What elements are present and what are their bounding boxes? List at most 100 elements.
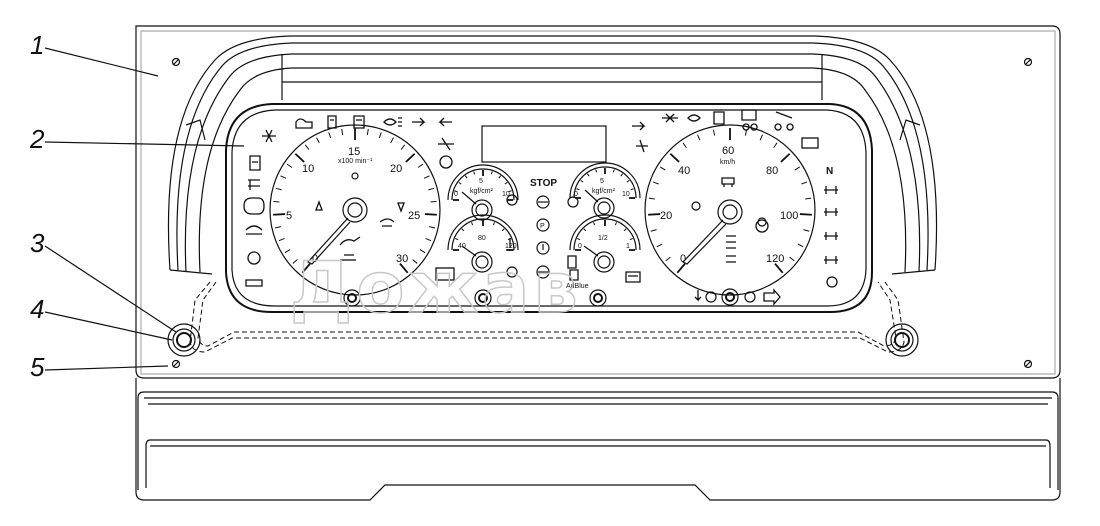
- trailer-icon: [245, 279, 263, 287]
- center-warning-column: STOP P AdBlue: [435, 178, 641, 290]
- dial-tick: [273, 200, 280, 203]
- dial-tick: [669, 153, 680, 163]
- mounting-holes: [171, 57, 1033, 369]
- dial-tick: [492, 222, 495, 226]
- dial-tick: [428, 187, 435, 191]
- adblue-level-icon: [569, 269, 579, 281]
- dial-tick: [614, 222, 617, 226]
- tach-needle: [307, 217, 351, 265]
- water-in-fuel-icon: [247, 251, 261, 265]
- speed-label-100: 100: [780, 210, 798, 222]
- fuel-filter-icon: [249, 155, 261, 171]
- tach-marker-icon: [315, 200, 323, 211]
- dial-tick: [682, 142, 687, 149]
- tach-unit: x100 min⁻¹: [338, 158, 373, 165]
- speed-indicator-lamp-right: [757, 217, 767, 227]
- dial-tick: [399, 263, 409, 274]
- cluster-hood: [167, 35, 938, 275]
- dial-tick: [595, 169, 598, 173]
- cluster-buttons: [343, 288, 781, 307]
- dial-tick: [471, 222, 474, 226]
- dial-tick: [464, 175, 468, 179]
- dial-tick: [626, 179, 630, 183]
- dial-tick: [659, 166, 666, 171]
- dial-tick: [304, 144, 310, 150]
- dial-tick: [665, 256, 671, 262]
- dial-tick: [273, 213, 286, 216]
- panel-body: [135, 25, 1061, 501]
- callout-1: 1: [30, 30, 44, 60]
- engine-check-icon: [243, 197, 265, 215]
- dial-tick: [501, 228, 505, 232]
- dial-tick: [419, 249, 426, 254]
- svg-text:5: 5: [479, 178, 483, 185]
- engine-icon: [379, 218, 395, 227]
- tach-label-0: 0: [312, 253, 318, 265]
- axle-diff-1-icon: [824, 186, 838, 194]
- dial-tick: [648, 197, 655, 200]
- stop-label: STOP: [530, 178, 557, 189]
- dial-tick: [274, 226, 281, 229]
- speed-label-80: 80: [766, 165, 778, 177]
- dial-tick: [629, 238, 633, 241]
- brake-circuit-1-icon: [506, 194, 518, 206]
- svg-text:10: 10: [502, 191, 510, 198]
- dial-tick: [490, 171, 493, 175]
- dial-tick: [378, 132, 382, 139]
- dial-tick: [620, 173, 624, 177]
- dial-tick: [458, 181, 462, 185]
- fuel-gauge: 0 1/2 1: [569, 214, 641, 273]
- fog-rear-icon: [412, 117, 426, 127]
- dial-tick: [656, 243, 663, 248]
- dial-tick: [759, 134, 763, 141]
- down-arrow-icon: [694, 290, 702, 302]
- dial-tick: [461, 228, 465, 232]
- dial-tick: [593, 222, 596, 226]
- dial-tick: [292, 259, 298, 264]
- dial-tick: [623, 228, 627, 232]
- dial-tick: [803, 229, 810, 232]
- dial-tick: [583, 228, 587, 232]
- brake-fault-icon: [536, 241, 550, 255]
- svg-text:120: 120: [505, 243, 517, 250]
- seat-belt-icon: [248, 179, 260, 190]
- speed-label-120: 120: [766, 253, 784, 265]
- battery-icon: [801, 137, 819, 149]
- high-beam-icon: [713, 111, 725, 125]
- dial-tick: [424, 213, 437, 216]
- svg-text:1: 1: [626, 243, 630, 250]
- svg-text:80: 80: [478, 235, 486, 242]
- brake-circuit-2-icon: [567, 196, 579, 208]
- svg-text:0: 0: [454, 191, 458, 198]
- dial-tick: [423, 175, 430, 179]
- dial-tick: [400, 144, 406, 150]
- trailer-turn-icon: [438, 137, 454, 151]
- fuel-reserve-icon: [567, 255, 577, 269]
- cluster-face: [225, 103, 873, 313]
- dial-tick: [473, 171, 476, 175]
- adblue-label: AdBlue: [566, 283, 589, 290]
- dial-tick: [430, 200, 437, 203]
- mounting-screw-right: [885, 323, 919, 357]
- pto-icon: [826, 276, 838, 288]
- retarder-right-icon: [755, 219, 769, 233]
- abs-trailer-icon: [262, 129, 276, 143]
- parking-brake-icon: [536, 218, 550, 232]
- preheat-icon: [506, 266, 518, 278]
- hazard-icon: [439, 155, 453, 169]
- speed-unit: km/h: [720, 159, 735, 166]
- speed-indicator-lamp-left: [691, 201, 701, 211]
- axle-diff-3-icon: [824, 232, 838, 240]
- exhaust-filter-icon: [625, 271, 641, 283]
- dial-tick: [774, 263, 784, 274]
- pressure-gauge-right: 0 5 10 kgf/cm²: [567, 162, 641, 219]
- dial-tick: [454, 190, 458, 193]
- dial-tick: [341, 129, 344, 136]
- svg-text:0: 0: [574, 191, 578, 198]
- diff-lock-icon: [636, 139, 648, 153]
- low-beam-icon: [687, 114, 701, 122]
- dial-tick: [280, 175, 287, 179]
- battery-charge-icon: [435, 267, 455, 281]
- dial-tick: [576, 188, 580, 191]
